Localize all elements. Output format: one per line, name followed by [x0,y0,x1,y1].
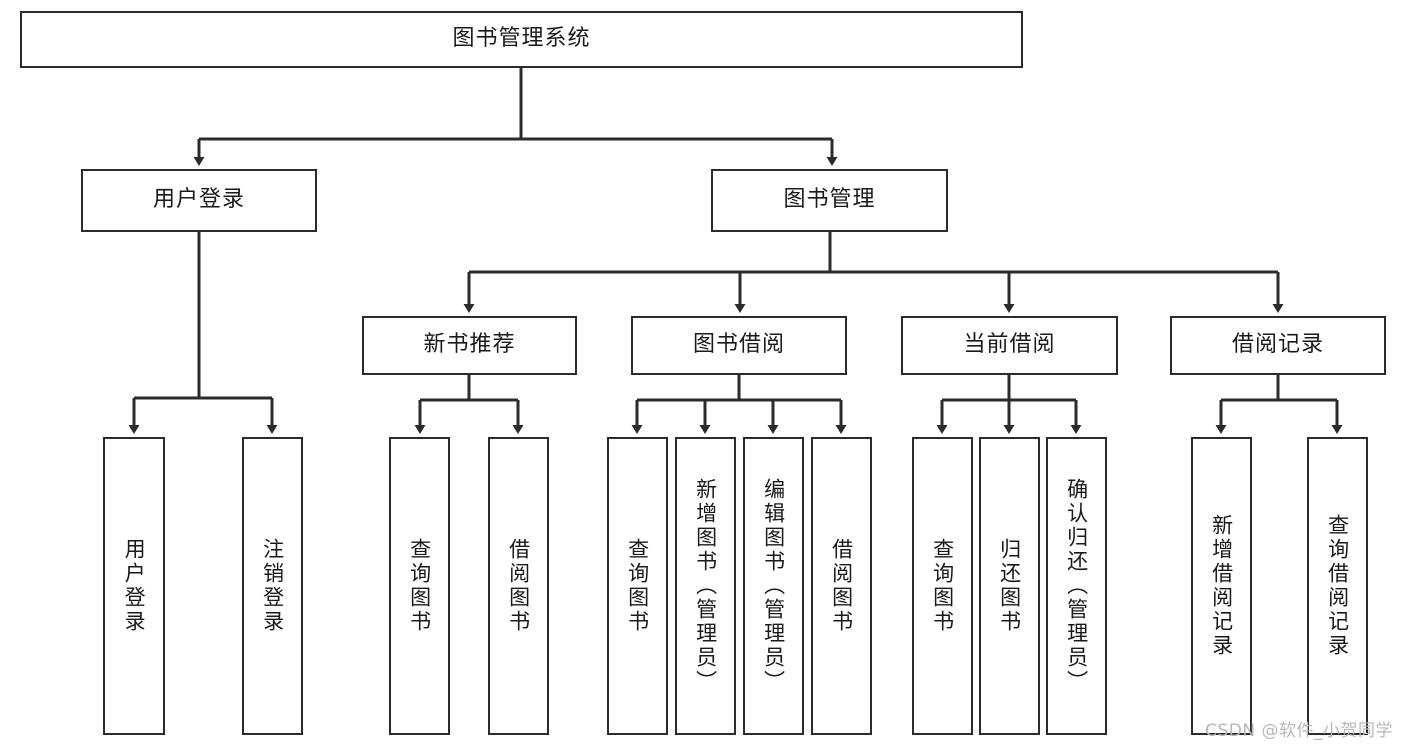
node-leaf-borrow-book-1[interactable]: 借阅图书 [488,437,549,735]
node-label: 查询图书 [407,538,432,634]
node-book-borrow[interactable]: 图书借阅 [631,316,847,375]
node-label: 归还图书 [997,538,1022,634]
node-book-management[interactable]: 图书管理 [711,169,948,232]
node-label: 查询图书 [625,538,650,634]
node-label: 借阅图书 [506,538,531,634]
node-leaf-add-book[interactable]: 新增图书（管理员） [675,437,736,735]
node-label: 图书管理系统 [452,26,591,52]
node-label: 新增借阅记录 [1209,514,1234,658]
node-label: 借阅图书 [829,538,854,634]
node-label: 确认归还（管理员） [1064,478,1089,694]
node-leaf-edit-book[interactable]: 编辑图书（管理员） [743,437,804,735]
node-new-book-recommend[interactable]: 新书推荐 [362,316,577,375]
node-leaf-confirm-return[interactable]: 确认归还（管理员） [1046,437,1107,735]
node-user-login[interactable]: 用户登录 [81,169,317,232]
node-label: 图书借阅 [692,332,785,358]
node-label: 编辑图书（管理员） [761,478,786,694]
node-label: 图书管理 [783,187,876,213]
node-label: 查询借阅记录 [1325,514,1350,658]
watermark: CSDN @软件_小贺同学 [1205,721,1393,741]
node-leaf-user-login[interactable]: 用户登录 [103,437,165,735]
node-label: 查询图书 [930,538,955,634]
node-current-borrow[interactable]: 当前借阅 [901,316,1118,375]
node-label: 新书推荐 [423,332,516,358]
node-leaf-borrow-book-2[interactable]: 借阅图书 [811,437,872,735]
node-label: 当前借阅 [963,332,1056,358]
node-borrow-records[interactable]: 借阅记录 [1170,316,1386,375]
node-label: 借阅记录 [1231,332,1324,358]
node-root[interactable]: 图书管理系统 [20,11,1023,68]
node-label: 注销登录 [260,538,285,634]
node-leaf-query-record[interactable]: 查询借阅记录 [1307,437,1368,735]
node-leaf-query-book-3[interactable]: 查询图书 [912,437,973,735]
node-leaf-query-book-2[interactable]: 查询图书 [607,437,668,735]
node-label: 新增图书（管理员） [693,478,718,694]
node-leaf-add-record[interactable]: 新增借阅记录 [1191,437,1252,735]
node-label: 用户登录 [122,538,147,634]
node-leaf-query-book-1[interactable]: 查询图书 [389,437,450,735]
node-leaf-logout[interactable]: 注销登录 [242,437,303,735]
node-label: 用户登录 [152,187,245,213]
node-leaf-return-book[interactable]: 归还图书 [979,437,1040,735]
